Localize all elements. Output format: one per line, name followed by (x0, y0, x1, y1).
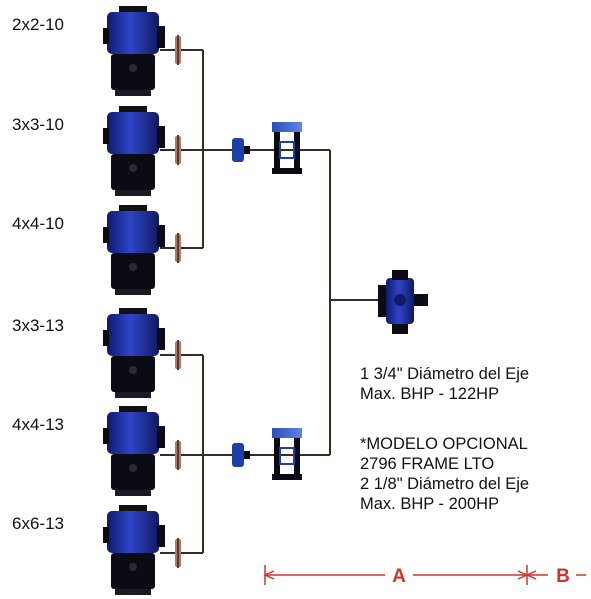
adapter-icon (232, 138, 250, 162)
pump-icon (103, 505, 165, 595)
spec-standard: 1 3/4" Diámetro del Eje Max. BHP - 122HP (360, 364, 529, 404)
spec-optional-frame: 2796 FRAME LTO (360, 455, 495, 473)
coupling-icon (175, 35, 181, 65)
pump-label-3x3-10: 3x3-10 (12, 115, 64, 134)
pump-icon (103, 6, 165, 96)
spec-optional-title: *MODELO OPCIONAL (360, 435, 528, 453)
coupling-icon (175, 135, 181, 165)
coupling-icon (175, 440, 181, 470)
pump-label-6x6-13: 6x6-13 (12, 514, 64, 533)
spec-optional-shaft: 2 1/8" Diámetro del Eje (360, 475, 530, 493)
spec-optional-bhp: Max. BHP - 200HP (360, 495, 500, 513)
pump-icon (103, 205, 165, 295)
pump-label-2x2-10: 2x2-10 (12, 15, 64, 34)
pump-label-3x3-13: 3x3-13 (12, 316, 64, 335)
dimension-line (263, 565, 586, 585)
pump-label-4x4-13: 4x4-13 (12, 415, 64, 434)
pump-icon (103, 106, 165, 196)
pump-icon (103, 406, 165, 496)
coupling-icon (175, 340, 181, 370)
pump-shaft-lines (160, 49, 380, 554)
coupling-icon (175, 233, 181, 263)
power-frame-icon (378, 270, 428, 334)
spec-standard-bhp: Max. BHP - 122HP (360, 385, 500, 403)
bearing-frame-icon (272, 428, 302, 480)
spec-optional: *MODELO OPCIONAL 2796 FRAME LTO 2 1/8" D… (360, 434, 529, 514)
dimension-label-b: B (556, 566, 570, 587)
dimension-label-a: A (392, 566, 406, 587)
pump-label-4x4-10: 4x4-10 (12, 214, 64, 233)
coupling-icon (175, 538, 181, 568)
spec-standard-shaft: 1 3/4" Diámetro del Eje (360, 365, 530, 383)
pump-icon (103, 308, 165, 398)
adapter-icon (232, 443, 250, 467)
bearing-frame-icon (272, 122, 302, 174)
